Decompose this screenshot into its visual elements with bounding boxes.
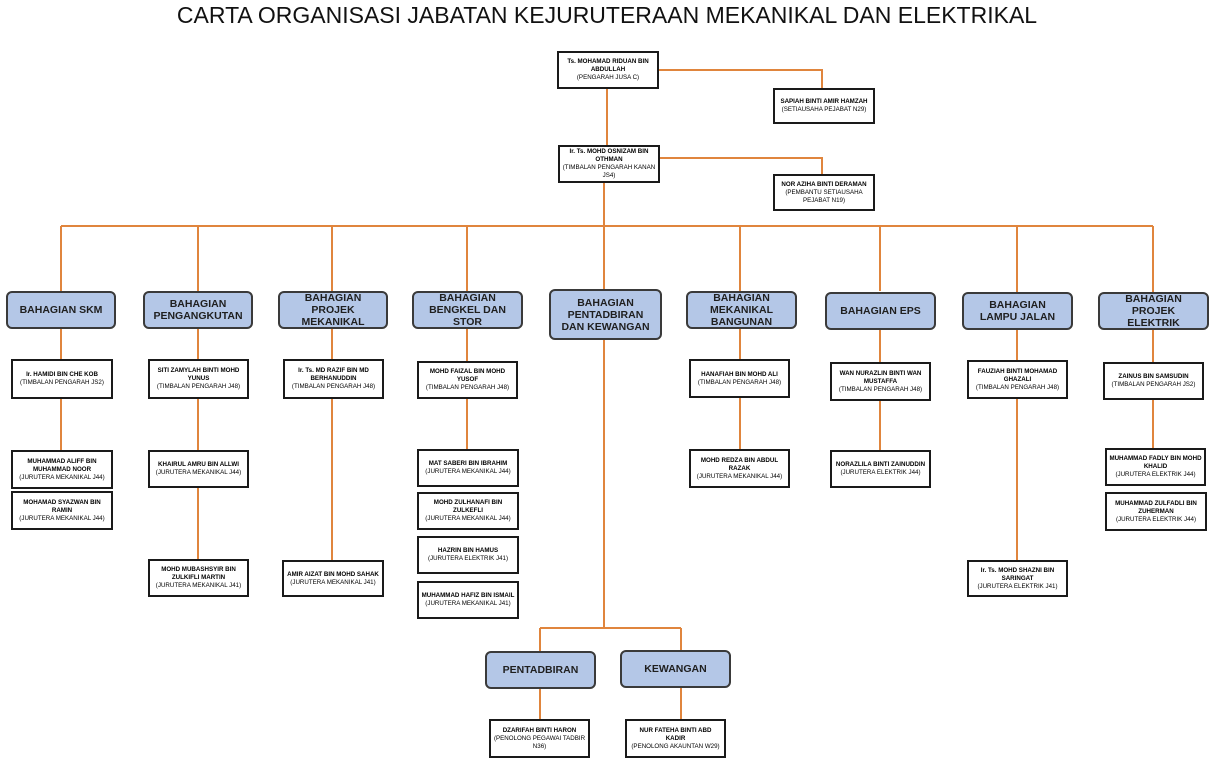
staff-card: Ir. Ts. MOHD SHAZNI BIN SARINGAT (JURUTE… [967, 560, 1068, 597]
dept-eps: BAHAGIAN EPS [825, 292, 936, 330]
staff-card: WAN NURAZLIN BINTI WAN MUSTAFFA (TIMBALA… [830, 362, 931, 401]
director-card: Ts. MOHAMAD RIDUAN BIN ABDULLAH (PENGARA… [557, 51, 659, 89]
staff-card: MOHD REDZA BIN ABDUL RAZAK (JURUTERA MEK… [689, 449, 790, 488]
person-name: Ir. Ts. MOHD OSNIZAM BIN OTHMAN [569, 148, 649, 163]
staff-card: MUHAMMAD FADLY BIN MOHD KHALID (JURUTERA… [1105, 448, 1206, 486]
staff-card: HANAFIAH BIN MOHD ALI (TIMBALAN PENGARAH… [689, 359, 790, 398]
staff-card: NUR FATEHA BINTI ABD KADIR (PENOLONG AKA… [625, 719, 726, 758]
staff-card: MUHAMMAD HAFIZ BIN ISMAIL (JURUTERA MEKA… [417, 581, 519, 619]
subunit-pentadbiran: PENTADBIRAN [485, 651, 596, 689]
staff-card: DZARIFAH BINTI HARON (PENOLONG PEGAWAI T… [489, 719, 590, 758]
staff-card: MOHD FAIZAL BIN MOHD YUSOF (TIMBALAN PEN… [417, 361, 518, 399]
staff-card: AMIR AIZAT BIN MOHD SAHAK (JURUTERA MEKA… [282, 560, 384, 597]
person-role: (PENGARAH JUSA C) [576, 74, 640, 81]
subunit-kewangan: KEWANGAN [620, 650, 731, 688]
staff-card: Ir. Ts. MD RAZIF BIN MD BERHANUDDIN (TIM… [283, 359, 384, 399]
deputy-director-card: Ir. Ts. MOHD OSNIZAM BIN OTHMAN (TIMBALA… [558, 145, 660, 183]
staff-card: MUHAMMAD ALIFF BIN MUHAMMAD NOOR (JURUTE… [11, 450, 113, 489]
person-role: (TIMBALAN PENGARAH KANAN JS4) [562, 164, 656, 179]
person-name: Ts. MOHAMAD RIDUAN BIN ABDULLAH [567, 58, 649, 73]
staff-card: HAZRIN BIN HAMUS (JURUTERA ELEKTRIK J41) [417, 536, 519, 574]
person-name: NOR AZIHA BINTI DERAMAN [781, 180, 867, 188]
staff-card: FAUZIAH BINTI MOHAMAD GHAZALI (TIMBALAN … [967, 360, 1068, 399]
staff-card: MOHD MUBASHSYIR BIN ZULKIFLI MARTIN (JUR… [148, 559, 249, 597]
person-role: (SETIAUSAHA PEJABAT N29) [781, 106, 867, 113]
person-role: (PEMBANTU SETIAUSAHA PEJABAT N19) [785, 188, 863, 204]
person-name: SAPIAH BINTI AMIR HAMZAH [780, 98, 868, 105]
dept-pengangkutan: BAHAGIAN PENGANGKUTAN [143, 291, 253, 329]
staff-card: NORAZLILA BINTI ZAINUDDIN (JURUTERA ELEK… [830, 450, 931, 488]
staff-card: Ir. HAMIDI BIN CHE KOB (TIMBALAN PENGARA… [11, 359, 113, 399]
dept-projek-elektrik: BAHAGIAN PROJEK ELEKTRIK [1098, 292, 1209, 330]
staff-card: SITI ZAMYLAH BINTI MOHD YUNUS (TIMBALAN … [148, 359, 249, 399]
dept-pentadbiran-kewangan: BAHAGIAN PENTADBIRAN DAN KEWANGAN [549, 289, 662, 340]
staff-card: MAT SABERI BIN IBRAHIM (JURUTERA MEKANIK… [417, 449, 519, 487]
staff-card: MOHD ZULHANAFI BIN ZULKEFLI (JURUTERA ME… [417, 492, 519, 530]
dept-lampu-jalan: BAHAGIAN LAMPU JALAN [962, 292, 1073, 330]
dept-skm: BAHAGIAN SKM [6, 291, 116, 329]
staff-card: KHAIRUL AMRU BIN ALLWI (JURUTERA MEKANIK… [148, 450, 249, 488]
staff-card: MUHAMMAD ZULFADLI BIN ZUHERMAN (JURUTERA… [1105, 492, 1207, 531]
secretary-card: SAPIAH BINTI AMIR HAMZAH (SETIAUSAHA PEJ… [773, 88, 875, 124]
dept-bengkel-stor: BAHAGIAN BENGKEL DAN STOR [412, 291, 523, 329]
assistant-secretary-card: NOR AZIHA BINTI DERAMAN (PEMBANTU SETIAU… [773, 174, 875, 211]
dept-projek-mekanikal: BAHAGIAN PROJEK MEKANIKAL [278, 291, 388, 329]
staff-card: ZAINUS BIN SAMSUDIN (TIMBALAN PENGARAH J… [1103, 362, 1204, 400]
staff-card: MOHAMAD SYAZWAN BIN RAMIN (JURUTERA MEKA… [11, 491, 113, 530]
chart-title: CARTA ORGANISASI JABATAN KEJURUTERAAN ME… [176, 2, 1038, 28]
dept-mekanikal-bangunan: BAHAGIAN MEKANIKAL BANGUNAN [686, 291, 797, 329]
